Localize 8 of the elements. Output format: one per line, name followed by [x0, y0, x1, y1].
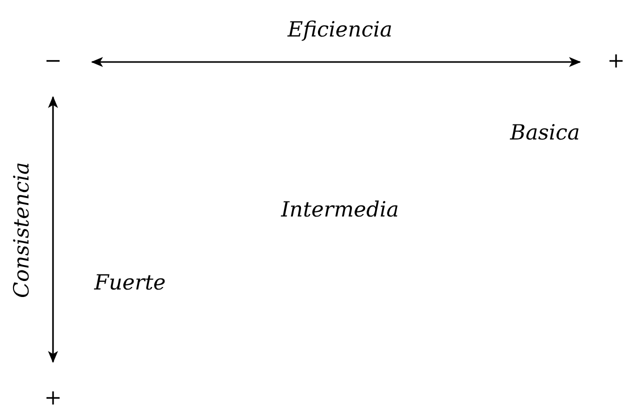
category-label: Intermedia [281, 198, 399, 222]
category-label: Basica [510, 121, 580, 145]
axis-title: Consistencia [10, 162, 34, 298]
sign-label: − [44, 49, 62, 73]
sign-label: + [607, 49, 625, 73]
axis-title: Eficiencia [288, 18, 392, 42]
sign-label: + [44, 386, 62, 409]
category-label: Fuerte [94, 271, 166, 295]
